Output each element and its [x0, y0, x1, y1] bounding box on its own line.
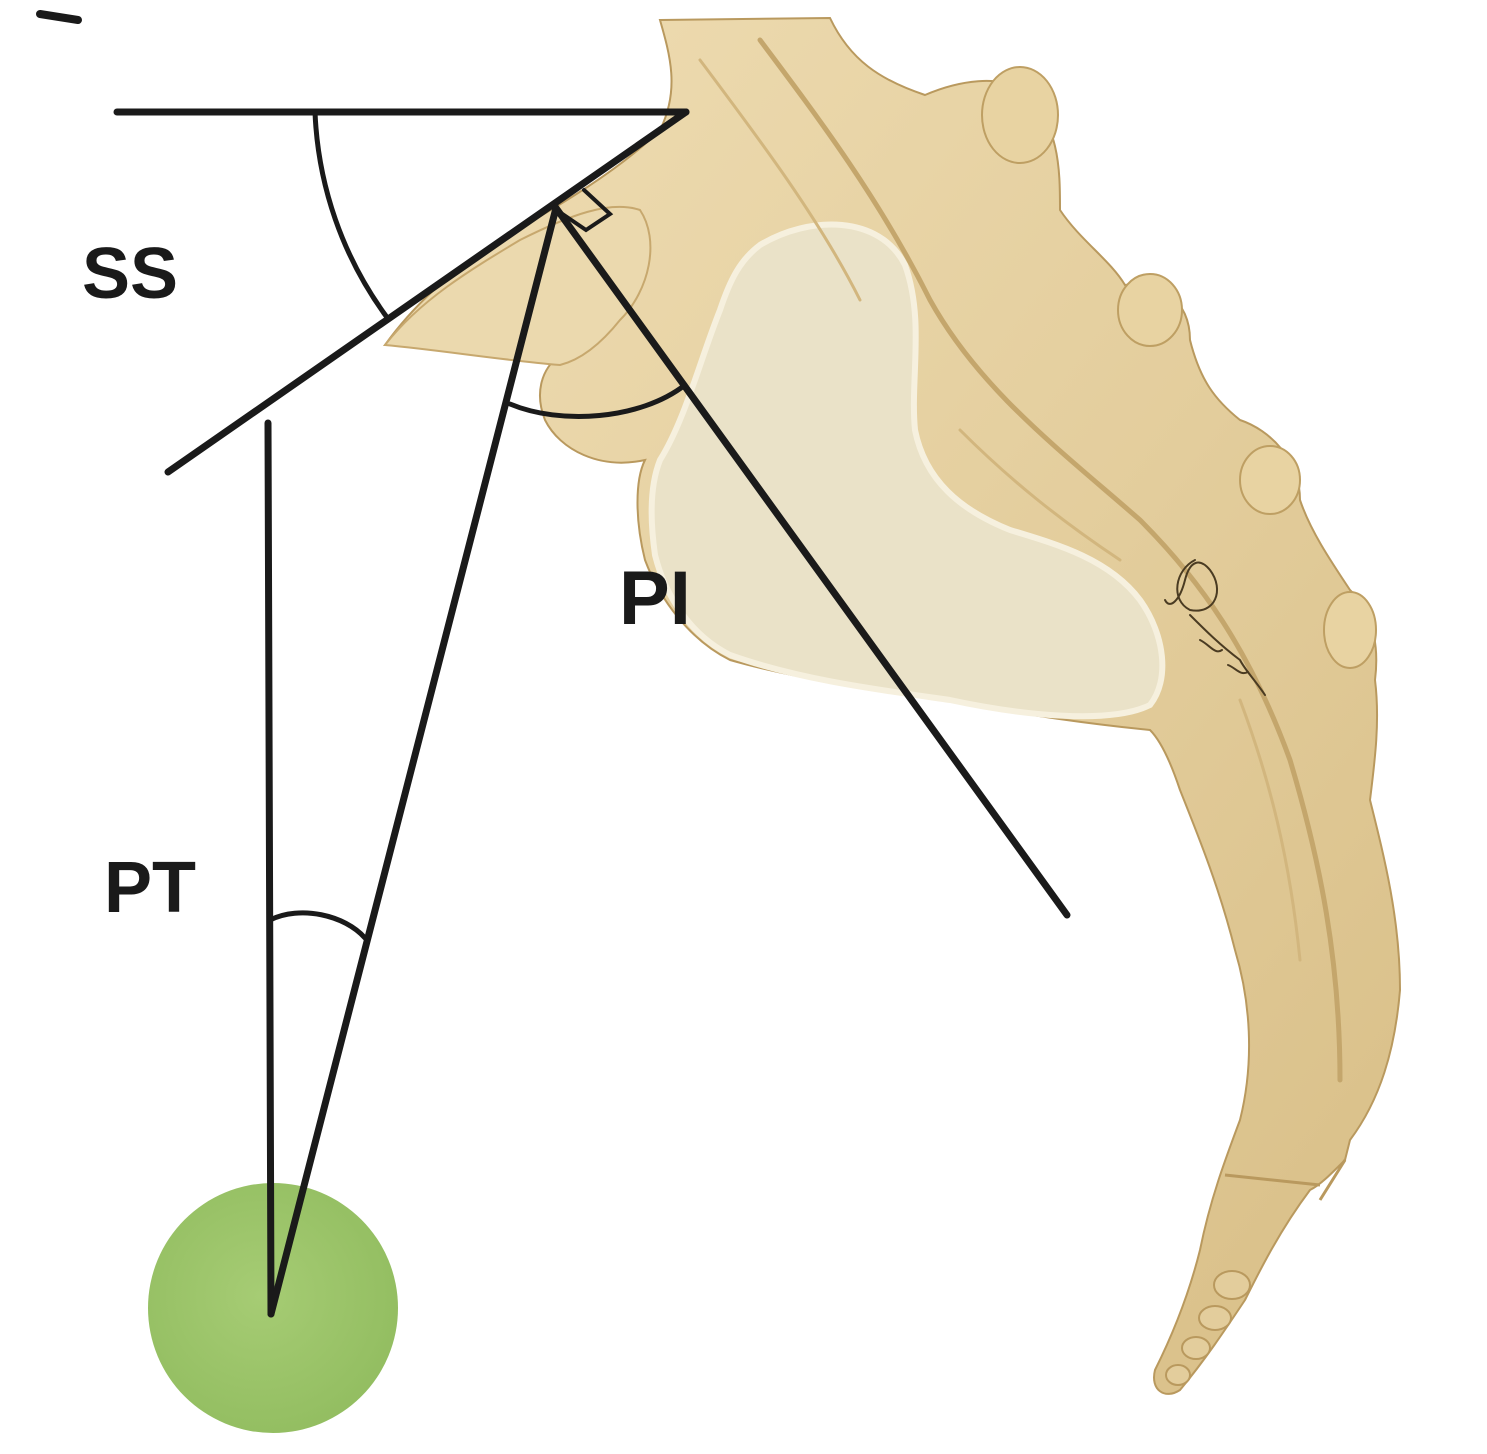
- coccyx-segment-3: [1182, 1337, 1210, 1359]
- tubercle-3: [1240, 446, 1300, 514]
- tubercle-1: [982, 67, 1058, 163]
- ss-angle-arc: [315, 112, 386, 316]
- sacrum-outline: [385, 18, 1400, 1394]
- tubercle-4: [1324, 592, 1376, 668]
- sacrum-bone: [385, 18, 1400, 1394]
- label-ss: SS: [82, 234, 178, 314]
- label-pt: PT: [104, 848, 196, 928]
- label-pi: PI: [619, 556, 691, 641]
- tubercle-2: [1118, 274, 1182, 346]
- coccyx-segment-2: [1199, 1306, 1231, 1330]
- vertical-reference-line: [268, 423, 271, 1314]
- coccyx-segment-4: [1166, 1365, 1190, 1385]
- cropped-fragment: [40, 14, 78, 20]
- coccyx-segment-1: [1214, 1271, 1250, 1299]
- pt-angle-arc: [270, 913, 365, 938]
